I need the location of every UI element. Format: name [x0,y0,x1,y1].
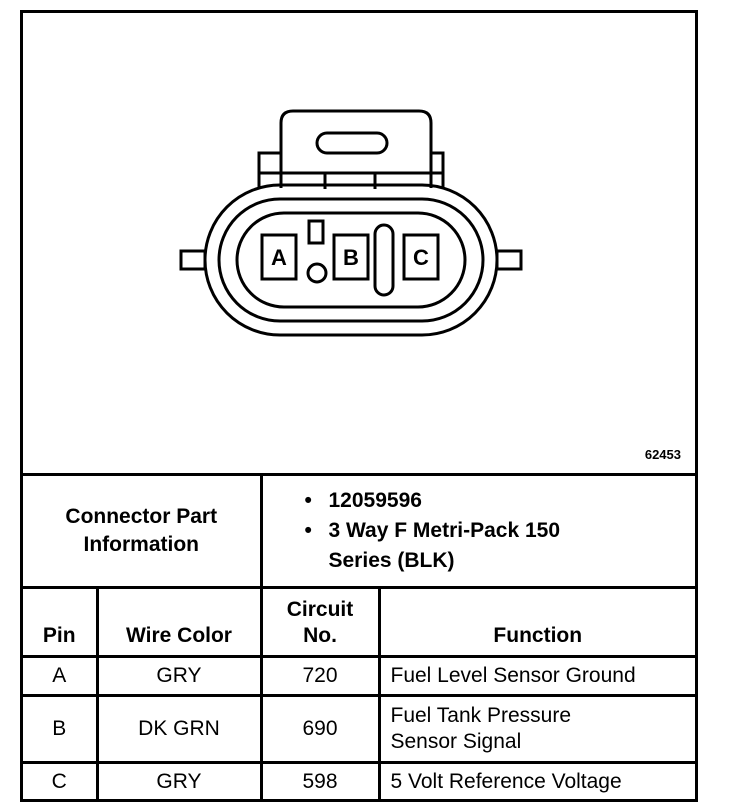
cell-circuit: 690 [259,694,381,764]
header-circuit: Circuit No. [259,586,381,658]
cell-wire-color: DK GRN [95,694,263,764]
cell-function: Fuel Tank Pressure Sensor Signal [377,694,695,764]
table-row: B DK GRN 690 Fuel Tank Pressure Sensor S… [23,694,695,764]
cell-circuit: 720 [259,655,381,697]
polarity-key-rect [307,219,325,245]
connector-housing-inner [217,197,485,323]
left-ear [179,249,207,271]
cell-pin: B [23,694,99,764]
cell-pin: A [23,655,99,697]
part-info-label: Connector Part Information [23,476,263,589]
pin-b-label: B [343,245,359,270]
pin-b-box [332,233,370,281]
cell-function: Fuel Level Sensor Ground [377,655,695,697]
connector-face-illustration: A B C [179,109,523,337]
cell-function: 5 Volt Reference Voltage [377,761,695,800]
table-row: C GRY 598 5 Volt Reference Voltage [23,761,695,800]
connector-type: 3 Way F Metri-Pack 150 Series (BLK) [305,516,696,576]
latch-slot [315,131,389,155]
cell-pin: C [23,761,99,800]
polarity-key-circle [306,262,328,284]
connector-latch [279,109,433,188]
cell-wire-color: GRY [95,655,263,697]
cell-wire-color: GRY [95,761,263,800]
right-ear [495,249,523,271]
header-wire-color: Wire Color [95,586,263,658]
pin-c-box [402,233,440,281]
part-number: 12059596 [305,486,696,516]
table-row: A GRY 720 Fuel Level Sensor Ground [23,655,695,697]
pin-a-label: A [271,245,287,270]
part-info-values: 12059596 3 Way F Metri-Pack 150 Series (… [259,476,696,589]
pin-c-label: C [413,245,429,270]
latch-shoulders [257,151,445,188]
connector-cavity [235,211,467,309]
pin-a-box [260,233,298,281]
cell-circuit: 598 [259,761,381,800]
figure-id: 62453 [644,447,681,462]
header-pin: Pin [23,586,99,658]
connector-table: Connector Part Information 12059596 3 Wa… [23,476,695,800]
center-rib [373,223,395,297]
header-row: Pin Wire Color Circuit No. Function [23,586,695,658]
part-info-row: Connector Part Information 12059596 3 Wa… [23,476,696,589]
connector-drawing-area: A B C 62453 [23,13,695,476]
connector-diagram-frame: A B C 62453 Connector Part Information 1… [20,10,698,802]
header-function: Function [377,586,695,658]
